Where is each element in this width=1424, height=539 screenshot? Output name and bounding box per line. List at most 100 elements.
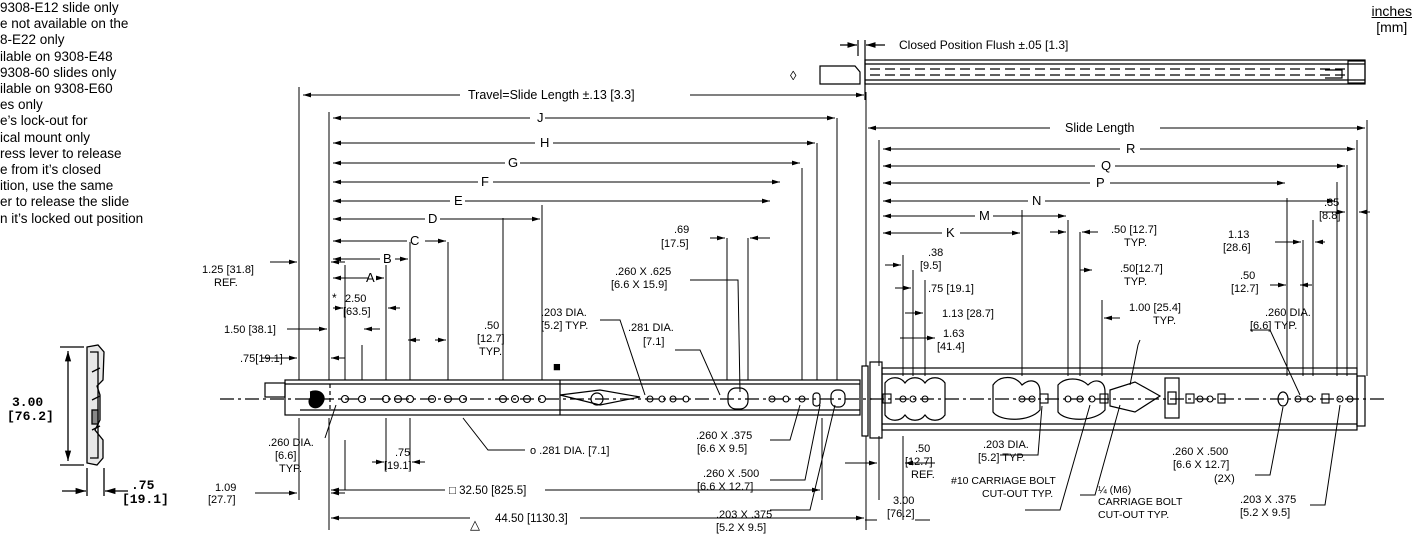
dim-50-typ: TYP.	[479, 346, 502, 358]
dim-300: 3.00	[893, 495, 914, 507]
dia-281-mm: [7.1]	[643, 336, 664, 348]
dim-50-right: .50	[1240, 270, 1255, 282]
dim-163: 1.63	[943, 328, 964, 340]
dia-203-right: .203 DIA.	[983, 439, 1029, 451]
section-width-mm: [19.1]	[122, 492, 169, 507]
section-width: .75	[131, 478, 155, 493]
dim-38: .38	[928, 247, 943, 259]
slot-260x375-mm: [6.6 X 9.5]	[697, 443, 747, 455]
bolt-m6-cutout: CUT-OUT TYP.	[1098, 509, 1169, 521]
dim-38-mm: [9.5]	[920, 260, 941, 272]
slot-260x625: .260 X .625	[615, 266, 671, 278]
dim-35: .35	[1324, 197, 1339, 209]
dim-e: E	[454, 193, 463, 208]
slot-203x375: .203 X .375	[716, 509, 772, 521]
dim-50-b: .50[12.7]	[1120, 263, 1163, 275]
note-line: n it’s locked out position	[0, 210, 144, 226]
slot-203x375-mm: [5.2 X 9.5]	[716, 522, 766, 534]
dia-260-right: .260 DIA.	[1265, 307, 1311, 319]
units-mm: [mm]	[1376, 19, 1408, 35]
slot-260x625-mm: [6.6 X 15.9]	[611, 279, 667, 291]
slide-member-right	[869, 361, 1385, 439]
slot-260x500-right: .260 X .500	[1172, 446, 1228, 458]
section-height: 3.00	[12, 395, 43, 410]
note-line: 8-E22 only	[0, 32, 65, 48]
left-holes	[340, 394, 806, 404]
dim-075: .75[19.1]	[240, 353, 283, 365]
dim-d: D	[428, 211, 437, 226]
dim-k: K	[946, 225, 955, 240]
dim-113: 1.13 [28.7]	[942, 308, 994, 320]
note-line: e’s lock-out for	[0, 113, 88, 129]
slot-260x500-mm: [6.6 X 12.7]	[697, 481, 753, 493]
dim-50-a: .50 [12.7]	[1111, 224, 1157, 236]
dia-260-typ: TYP.	[279, 463, 302, 475]
dim-75-bottom: .75	[395, 447, 410, 459]
dim-150: 1.50 [38.1]	[224, 324, 276, 336]
dim-69: .69	[674, 224, 689, 236]
dim-slide-length: Slide Length	[1065, 121, 1135, 135]
dim-50-c-mm: [12.7]	[905, 456, 933, 468]
closed-flush-label: Closed Position Flush ±.05 [1.3]	[899, 38, 1068, 52]
dim-j: J	[537, 110, 544, 125]
units-legend: inches [mm]	[1372, 3, 1412, 35]
dim-50-a-typ: TYP.	[1124, 237, 1147, 249]
units-inches: inches	[1371, 3, 1412, 19]
dim-4450: 44.50 [1130.3]	[495, 513, 568, 525]
notes-list: 9308-E12 slide only e not available on t…	[0, 0, 200, 227]
left-dimension-lines	[255, 87, 867, 530]
triangle-symbol: △	[470, 517, 480, 532]
dim-r: R	[1126, 141, 1135, 156]
dim-50-right-mm: [12.7]	[1231, 283, 1259, 295]
dim-163-mm: [41.4]	[937, 341, 965, 353]
dim-50-b-typ: TYP.	[1124, 276, 1147, 288]
dim-250: 2.50	[345, 293, 366, 305]
dia-281: .281 DIA.	[628, 322, 674, 334]
bolt-m6-label: ¼ (M6)	[1098, 484, 1131, 496]
square-symbol: ■	[553, 359, 561, 374]
slot-260x500: .260 X .500	[703, 468, 759, 480]
note-line: er to release the slide	[0, 194, 130, 210]
dim-300-mm: [76.2]	[887, 508, 915, 520]
dim-50-mm: [12.7]	[477, 333, 505, 345]
dim-travel: Travel=Slide Length ±.13 [3.3]	[468, 88, 635, 102]
dia-203-right-mm: [5.2] TYP.	[978, 452, 1025, 464]
dim-35-mm: [8.8]	[1319, 210, 1340, 222]
slot-260x375: .260 X .375	[696, 430, 752, 442]
dim-125-ref-label: REF.	[214, 277, 238, 289]
dim-3250: □ 32.50 [825.5]	[449, 485, 526, 497]
dim-50-c-ref: REF.	[911, 469, 935, 481]
diamond-symbol: ◊	[790, 68, 797, 83]
dim-50-c: .50	[915, 443, 930, 455]
dim-q: Q	[1101, 158, 1111, 173]
dim-113-right-mm: [28.6]	[1223, 242, 1251, 254]
bolt-10-label: #10 CARRIAGE BOLT	[951, 475, 1056, 487]
dim-113-right: 1.13	[1228, 229, 1249, 241]
dim-f: F	[481, 174, 489, 189]
note-line: ilable on 9308-E60	[0, 81, 113, 97]
slot-260x500-right-qty: (2X)	[1214, 473, 1235, 485]
dim-50: .50	[484, 320, 499, 332]
dim-a: A	[366, 270, 375, 285]
note-line: ress lever to release	[0, 145, 122, 161]
top-view-closed	[819, 40, 1366, 100]
right-dimension-lines	[845, 120, 1370, 521]
dim-109-mm: [27.7]	[208, 494, 236, 506]
note-line: ical mount only	[0, 129, 91, 145]
dia-260-right-mm: [6.6] TYP.	[1250, 320, 1297, 332]
dim-b: B	[383, 251, 392, 266]
dia-203: .203 DIA.	[541, 307, 587, 319]
section-height-mm: [76.2]	[7, 409, 54, 424]
dim-250-star: *	[332, 291, 337, 305]
note-line: es only	[0, 97, 43, 113]
note-line: e not available on the	[0, 16, 129, 32]
dia-260-mm: [6.6]	[275, 450, 296, 462]
dim-m: M	[979, 208, 990, 223]
dim-109: 1.09	[215, 482, 236, 494]
dim-125-ref: 1.25 [31.8]	[202, 264, 254, 276]
dim-75-right: .75 [19.1]	[928, 283, 974, 295]
dia-260: .260 DIA.	[268, 437, 314, 449]
dim-c: C	[410, 233, 419, 248]
note-line: e from it’s closed	[0, 162, 102, 178]
dim-75-bottom-mm: [19.1]	[384, 460, 412, 472]
